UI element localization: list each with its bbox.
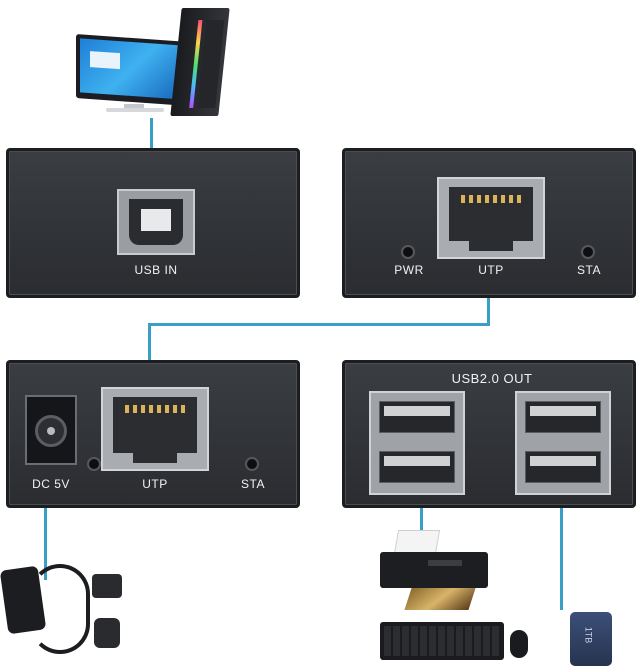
plug-head-eu xyxy=(94,618,120,648)
computer-illustration xyxy=(70,2,240,120)
rj45-port xyxy=(101,387,209,471)
adapter-cable xyxy=(30,564,90,654)
mouse xyxy=(510,630,528,658)
drive-label: 1TB xyxy=(583,626,594,644)
usb2-out-label: USB2.0 OUT xyxy=(451,371,533,386)
transmitter-unit: USB IN xyxy=(6,148,300,298)
usb-a-port-stack-left xyxy=(369,391,465,495)
external-drive: 1TB xyxy=(570,612,612,666)
utp-label: UTP xyxy=(478,263,504,277)
power-cable xyxy=(44,500,47,580)
sta-label: STA xyxy=(241,477,265,491)
usb-b-port xyxy=(117,189,195,255)
power-adapter-illustration xyxy=(0,560,140,668)
receiver-rear-unit: PWR UTP STA xyxy=(342,148,636,298)
sta-label: STA xyxy=(577,263,601,277)
status-led xyxy=(247,459,257,469)
receiver-front-unit: USB2.0 OUT xyxy=(342,360,636,508)
utp-cable-vertical-left xyxy=(148,323,151,383)
pc-tower xyxy=(170,8,230,116)
dc-5v-label: DC 5V xyxy=(32,477,70,491)
transmitter-front-unit: DC 5V UTP STA xyxy=(6,360,300,508)
utp-cable-horizontal xyxy=(148,323,490,326)
usb-a-port-stack-right xyxy=(515,391,611,495)
power-led xyxy=(89,459,99,469)
printer-illustration xyxy=(374,530,490,616)
utp-label: UTP xyxy=(142,477,168,491)
usb-in-label: USB IN xyxy=(134,263,178,277)
keyboard xyxy=(380,622,504,660)
dc-jack xyxy=(25,395,77,465)
printer-cable xyxy=(420,485,423,540)
drive-cable xyxy=(560,492,563,610)
plug-head-uk xyxy=(92,574,122,598)
power-led xyxy=(403,247,413,257)
rj45-port xyxy=(437,177,545,259)
monitor xyxy=(76,34,188,106)
pwr-label: PWR xyxy=(394,263,424,277)
status-led xyxy=(583,247,593,257)
